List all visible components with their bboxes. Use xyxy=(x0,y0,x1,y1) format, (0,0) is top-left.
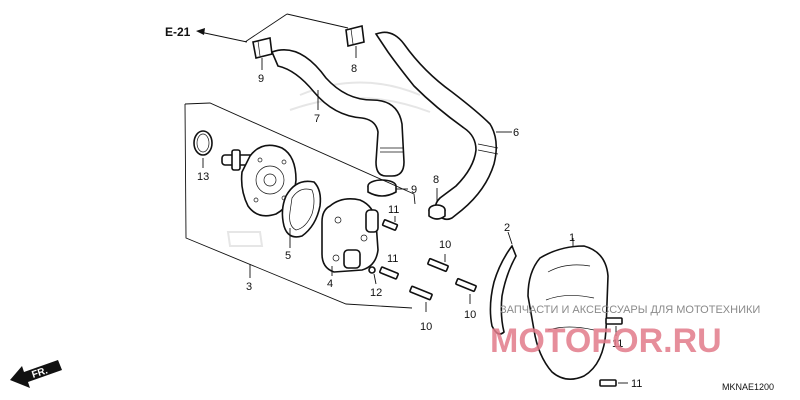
callout-9: 9 xyxy=(411,184,417,196)
arrow-left-icon xyxy=(196,28,205,35)
callout-5: 5 xyxy=(285,250,291,262)
reference-label: E-21 xyxy=(165,25,191,39)
bolt-11-pump-lower[interactable]: 11 xyxy=(379,253,399,280)
clamp-8-top[interactable]: 8 xyxy=(345,25,365,75)
callout-1: 1 xyxy=(569,232,575,244)
watermark: ЗАПЧАСТИ И АКСЕССУАРЫ ДЛЯ МОТОТЕХНИКИ MO… xyxy=(490,304,760,360)
callout-12: 12 xyxy=(370,287,382,299)
callout-9: 9 xyxy=(258,73,264,85)
reference-e21[interactable]: E-21 xyxy=(165,13,349,43)
callout-10: 10 xyxy=(464,309,476,321)
bolt-10-a[interactable]: 10 xyxy=(427,239,452,273)
hose-7[interactable]: 7 xyxy=(270,49,405,177)
gasket-2[interactable]: 2 xyxy=(489,222,517,335)
arrow-fr-icon xyxy=(10,360,62,388)
o-ring-13[interactable]: 13 xyxy=(193,130,213,183)
cover-1[interactable]: 1 xyxy=(527,232,609,380)
callout-7: 7 xyxy=(314,113,320,125)
clamp-9-top[interactable]: 9 xyxy=(252,37,273,85)
bolt-10-c[interactable]: 10 xyxy=(455,277,477,321)
reference-leader-2 xyxy=(244,13,288,43)
bolt-11-cover-lower[interactable]: 11 xyxy=(599,378,642,390)
clamp-8-middle[interactable]: 8 xyxy=(428,174,446,220)
callout-8: 8 xyxy=(433,174,439,186)
direction-label: FR. xyxy=(31,365,50,381)
bolt-11-cover-upper[interactable]: 11 xyxy=(605,317,623,350)
reference-leader-3 xyxy=(286,13,349,29)
callout-11: 11 xyxy=(631,378,642,390)
callout-4: 4 xyxy=(327,278,333,290)
reference-leader xyxy=(199,31,248,43)
water-pump-assembly-3[interactable]: 3 xyxy=(184,102,416,309)
callout-10: 10 xyxy=(420,321,432,333)
washer-12[interactable]: 12 xyxy=(368,266,382,299)
bolt-11-pump-upper[interactable]: 11 xyxy=(381,204,399,231)
pump-cover-4[interactable]: 4 xyxy=(321,198,379,290)
gasket-5[interactable]: 5 xyxy=(281,180,322,262)
callout-11: 11 xyxy=(387,253,398,265)
callout-2: 2 xyxy=(504,222,510,234)
callout-3: 3 xyxy=(246,281,252,293)
callout-13: 13 xyxy=(197,171,209,183)
watermark-text: ЗАПЧАСТИ И АКСЕССУАРЫ ДЛЯ МОТОТЕХНИКИ xyxy=(500,304,760,316)
diagram-code: MKNAE1200 xyxy=(722,382,774,392)
watermark-logo: MOTOFOR.RU xyxy=(490,322,722,360)
callout-11: 11 xyxy=(612,338,623,350)
clamp-9-middle[interactable]: 9 xyxy=(367,179,417,197)
bolt-10-b[interactable]: 10 xyxy=(409,285,433,333)
callout-11: 11 xyxy=(388,204,399,216)
callout-6: 6 xyxy=(513,127,519,139)
front-direction-indicator: FR. xyxy=(10,360,62,388)
callout-8: 8 xyxy=(351,63,357,75)
hose-6[interactable]: 6 xyxy=(374,31,519,221)
callout-10: 10 xyxy=(439,239,451,251)
